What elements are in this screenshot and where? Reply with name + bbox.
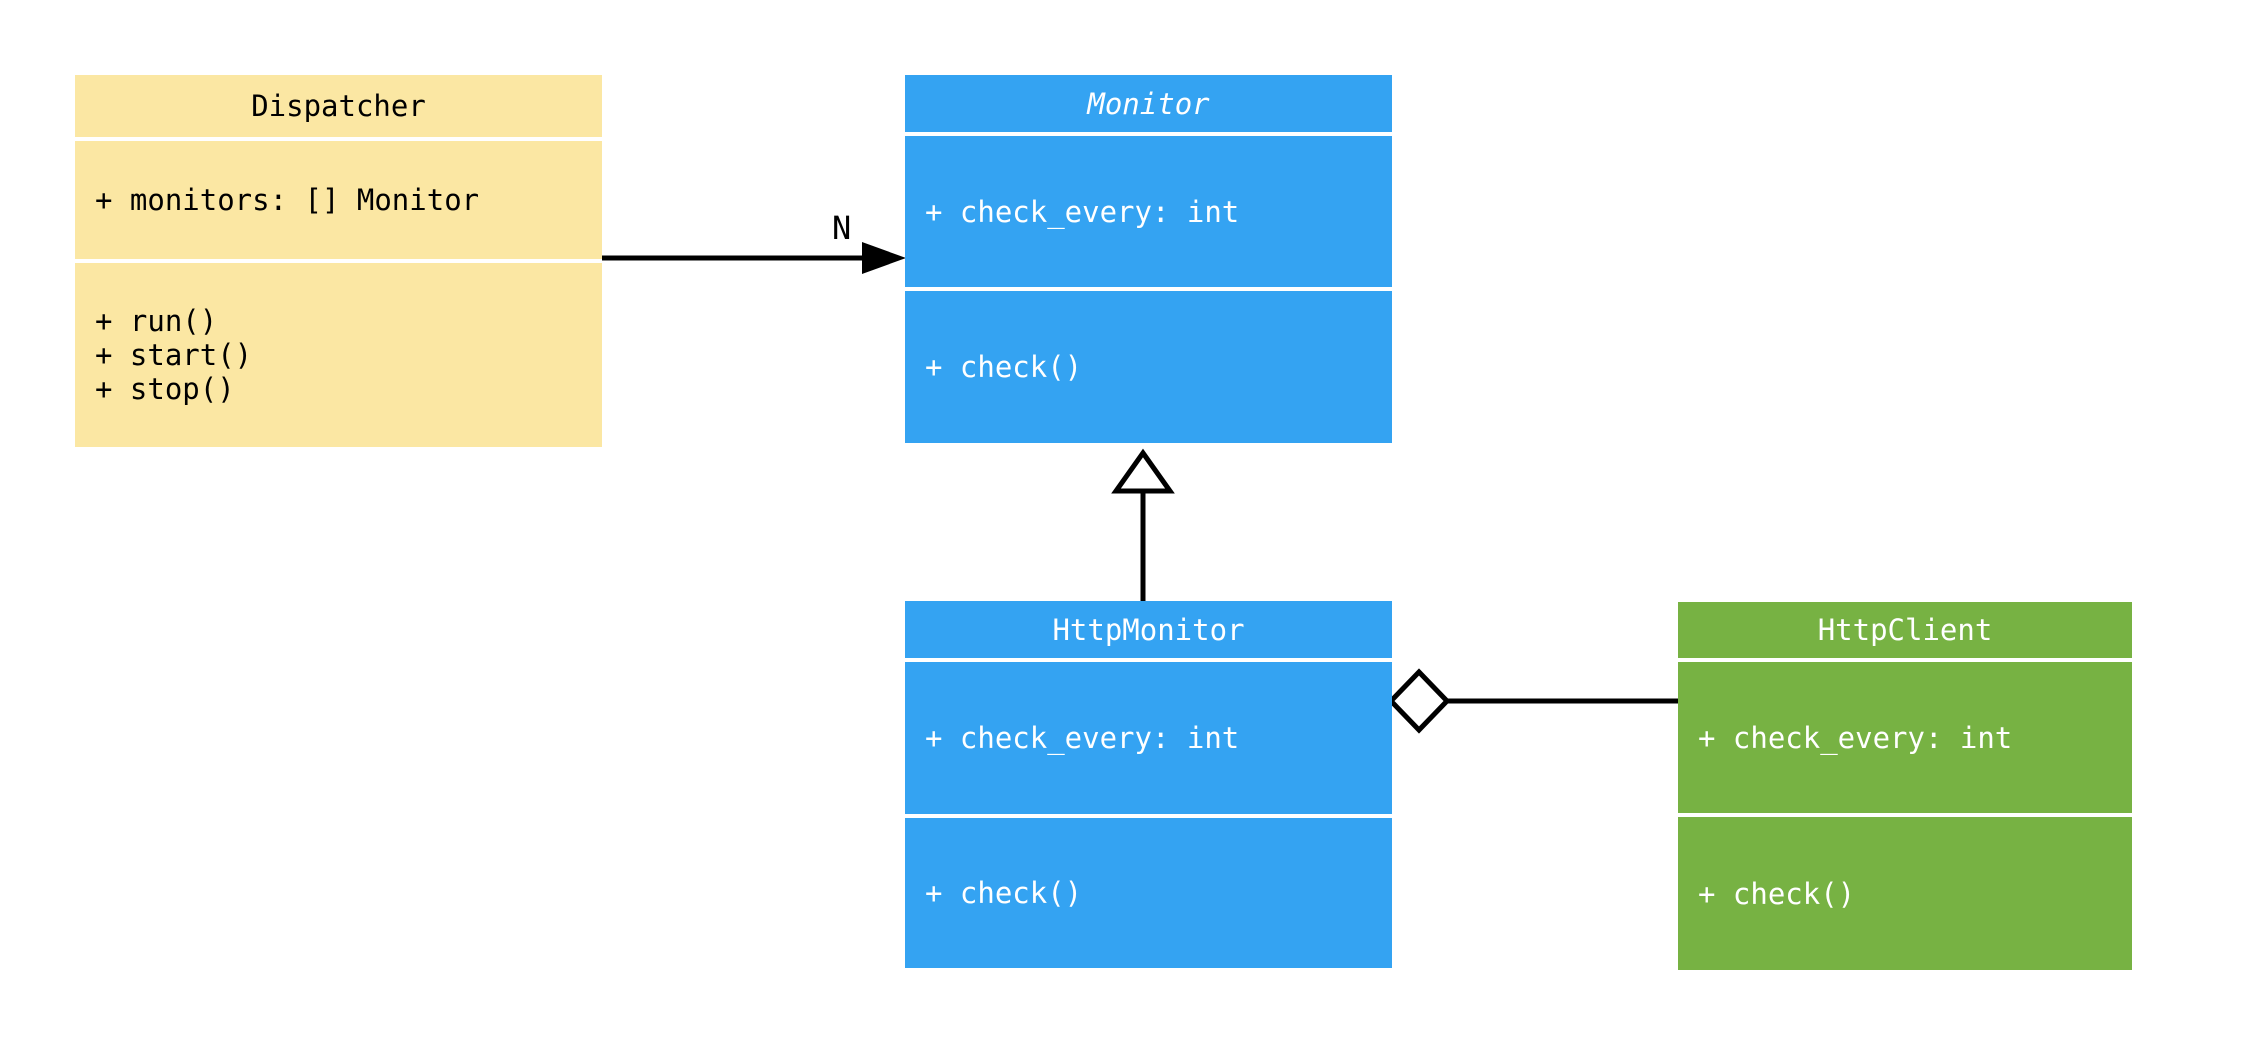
class-http-monitor-attributes: + check_every: int (905, 662, 1392, 814)
association-arrowhead-icon (862, 242, 906, 274)
class-dispatcher-attributes: + monitors: [] Monitor (75, 141, 602, 259)
class-dispatcher-title: Dispatcher (75, 75, 602, 137)
method-line: + stop() (95, 372, 235, 406)
class-http-monitor-title: HttpMonitor (905, 601, 1392, 658)
attribute-line: + monitors: [] Monitor (95, 183, 480, 217)
class-http-client: HttpClient + check_every: int + check() (1678, 602, 2132, 970)
method-line: + start() (95, 338, 253, 372)
association-multiplicity-label: N (832, 209, 852, 247)
aggregation-diamond-icon (1387, 668, 1451, 734)
method-line: + run() (95, 304, 218, 338)
class-monitor-title: Monitor (905, 75, 1392, 132)
attribute-line: + check_every: int (925, 194, 1240, 229)
class-http-monitor: HttpMonitor + check_every: int + check() (905, 601, 1392, 968)
class-monitor: Monitor + check_every: int + check() (905, 75, 1392, 443)
class-http-client-title: HttpClient (1678, 602, 2132, 658)
class-monitor-methods: + check() (905, 291, 1392, 443)
method-line: + check() (1698, 876, 1856, 911)
class-http-client-attributes: + check_every: int (1678, 662, 2132, 813)
attribute-line: + check_every: int (1698, 720, 2013, 755)
class-dispatcher-methods: + run() + start() + stop() (75, 263, 602, 447)
inheritance-triangle-icon (1111, 448, 1175, 494)
class-http-monitor-methods: + check() (905, 818, 1392, 968)
method-line: + check() (925, 350, 1083, 384)
class-monitor-attributes: + check_every: int (905, 136, 1392, 287)
method-line: + check() (925, 876, 1083, 910)
class-dispatcher: Dispatcher + monitors: [] Monitor + run(… (75, 75, 602, 447)
attribute-line: + check_every: int (925, 721, 1240, 755)
class-http-client-methods: + check() (1678, 817, 2132, 970)
